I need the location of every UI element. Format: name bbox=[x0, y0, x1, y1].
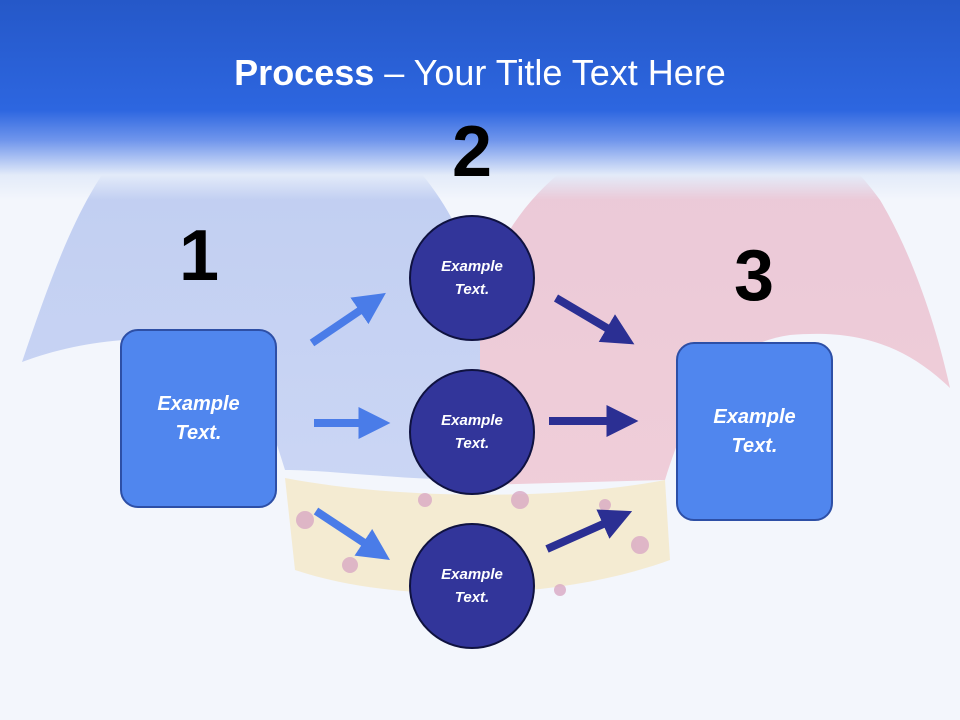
circle-bottom: Example Text. bbox=[409, 523, 535, 649]
circle-middle-text: Example Text. bbox=[441, 412, 503, 452]
circle-bottom-text: Example Text. bbox=[441, 566, 503, 606]
header-band bbox=[0, 0, 960, 200]
arrow-right-down bbox=[553, 294, 635, 345]
title-bold: Process bbox=[234, 52, 375, 93]
circle-top: Example Text. bbox=[409, 215, 535, 341]
hat-right-flap bbox=[480, 111, 950, 485]
left-box: Example Text. bbox=[120, 329, 277, 508]
right-box-text: Example Text. bbox=[713, 405, 796, 457]
title-rest: – Your Title Text Here bbox=[374, 52, 726, 93]
arrow-right-up bbox=[545, 509, 633, 553]
page-title: Process – Your Title Text Here bbox=[0, 52, 960, 94]
arrow-left-down bbox=[313, 507, 391, 560]
circle-top-text: Example Text. bbox=[441, 258, 503, 298]
hat-band-dots bbox=[296, 491, 649, 596]
circle-middle: Example Text. bbox=[409, 369, 535, 495]
step-number-3: 3 bbox=[733, 236, 775, 316]
step-number-1: 1 bbox=[178, 216, 220, 296]
step-number-2: 2 bbox=[451, 112, 493, 192]
left-box-text: Example Text. bbox=[157, 392, 240, 444]
arrow-left-up bbox=[309, 292, 386, 347]
right-box: Example Text. bbox=[676, 342, 833, 521]
